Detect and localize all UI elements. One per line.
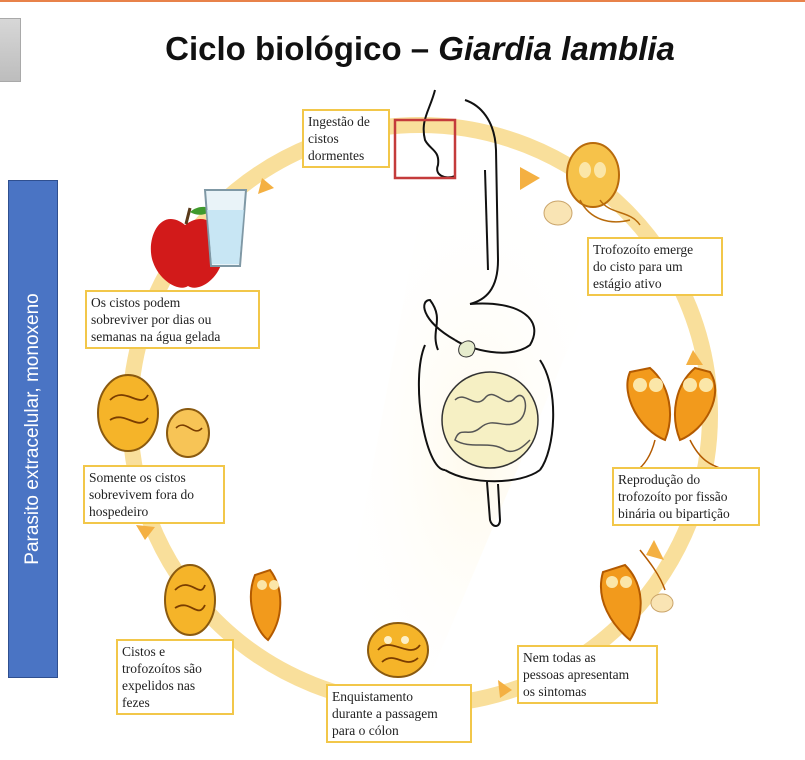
cycle-arrows (136, 167, 703, 698)
label-encystment: Enquistamento durante a passagem para o … (326, 684, 472, 743)
arrow-4 (646, 540, 664, 560)
arrow-3 (686, 350, 703, 365)
label-only-cysts-text: Somente os cistos sobrevivem fora do hos… (89, 470, 194, 519)
slide-title: Ciclo biológico – Giardia lamblia (60, 30, 780, 68)
label-only-cysts: Somente os cistos sobrevivem fora do hos… (83, 465, 225, 524)
label-ingestion: Ingestão de cistos dormentes (302, 109, 390, 168)
label-ingestion-text: Ingestão de cistos dormentes (308, 114, 370, 163)
title-organism: Giardia lamblia (438, 30, 675, 67)
surviving-cysts-icon (97, 374, 210, 458)
label-not-everyone-text: Nem todas as pessoas apresentam os sinto… (523, 650, 630, 699)
label-not-everyone: Nem todas as pessoas apresentam os sinto… (517, 645, 658, 704)
label-cold-water-text: Os cistos podem sobreviver por dias ou s… (91, 295, 221, 344)
mouth-highlight-box (393, 118, 457, 180)
cyst-icon (367, 622, 429, 678)
top-rule (0, 0, 805, 2)
label-encystment-text: Enquistamento durante a passagem para o … (332, 689, 438, 738)
arrow-6 (136, 525, 155, 540)
expelled-forms-icon (164, 564, 282, 642)
trophozoite-lower-icon (600, 549, 674, 642)
side-banner: Parasito extracelular, monoxeno (8, 180, 58, 678)
slide-corner-tab (0, 18, 21, 82)
label-trophozoite-emerges: Trofozoíto emerge do cisto para um estág… (587, 237, 723, 296)
title-text: Ciclo biológico – (165, 30, 439, 67)
gallbladder (458, 340, 476, 358)
arrow-5 (498, 680, 512, 698)
trophozoite-icon (543, 142, 641, 226)
label-expelled: Cistos e trofozoítos são expelidos nas f… (116, 639, 234, 715)
water-glass-icon (203, 189, 248, 267)
label-cold-water: Os cistos podem sobreviver por dias ou s… (85, 290, 260, 349)
arrow-2 (520, 167, 540, 190)
intestine-coils (441, 371, 539, 469)
label-reproduction: Reprodução do trofozoíto por fissão biná… (612, 467, 760, 526)
dividing-trophozoites-icon (626, 366, 726, 476)
arrow-1 (258, 178, 274, 194)
label-expelled-text: Cistos e trofozoítos são expelidos nas f… (122, 644, 202, 710)
label-reproduction-text: Reprodução do trofozoíto por fissão biná… (618, 472, 730, 521)
intestine-folds (454, 393, 531, 452)
digestive-tract-icon (417, 89, 555, 527)
label-trophozoite-emerges-text: Trofozoíto emerge do cisto para um estág… (593, 242, 694, 291)
